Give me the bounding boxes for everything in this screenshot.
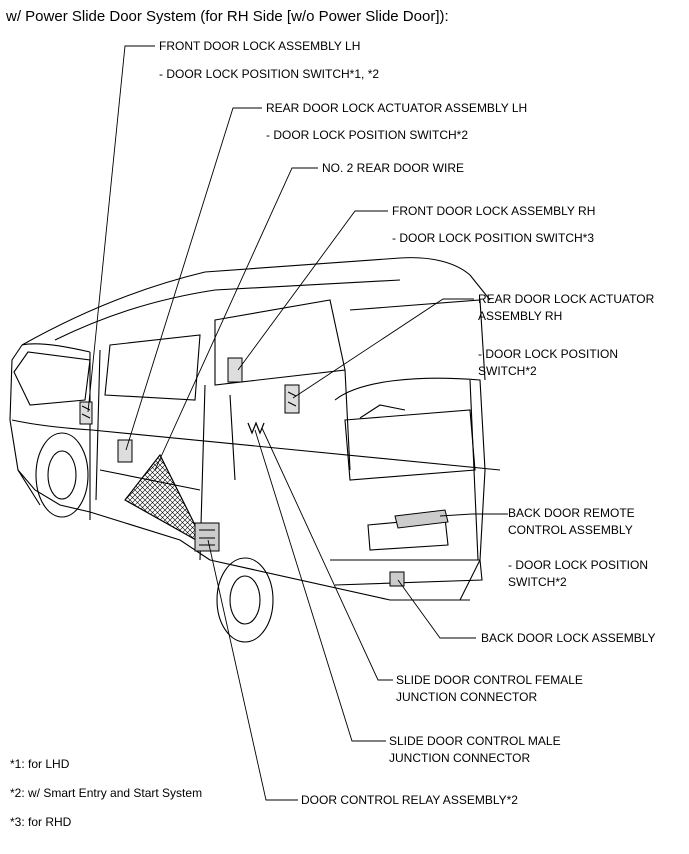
footnote-1: *1: for LHD bbox=[10, 757, 70, 771]
front-rh-lock-part bbox=[227, 357, 243, 383]
label-back-door-remote-line2: CONTROL ASSEMBLY bbox=[508, 523, 633, 537]
relay-part bbox=[194, 522, 220, 552]
label-rear-door-actuator-rh-line2: ASSEMBLY RH bbox=[478, 309, 563, 323]
back-lock-part bbox=[389, 571, 405, 587]
label-rear-door-wire: NO. 2 REAR DOOR WIRE bbox=[322, 161, 465, 175]
van-outline bbox=[9, 257, 501, 643]
back-remote-part bbox=[394, 509, 449, 529]
label-front-door-lock-rh-switch: - DOOR LOCK POSITION SWITCH*3 bbox=[392, 231, 595, 245]
label-female-connector-line1: SLIDE DOOR CONTROL FEMALE bbox=[396, 673, 583, 687]
label-back-door-remote-switch-line2: SWITCH*2 bbox=[508, 575, 567, 589]
rear-door-wire-part bbox=[124, 453, 207, 547]
footnote-3: *3: for RHD bbox=[10, 815, 72, 829]
footnote-2: *2: w/ Smart Entry and Start System bbox=[10, 786, 203, 800]
label-rear-door-actuator-rh-switch-line2: SWITCH*2 bbox=[478, 364, 537, 378]
label-door-control-relay: DOOR CONTROL RELAY ASSEMBLY*2 bbox=[301, 793, 518, 807]
label-back-door-remote-line1: BACK DOOR REMOTE bbox=[508, 506, 635, 520]
label-female-connector-line2: JUNCTION CONNECTOR bbox=[396, 690, 538, 704]
label-rear-door-actuator-rh-switch-line1: - DOOR LOCK POSITION bbox=[478, 347, 619, 361]
rear-rh-actuator-part bbox=[284, 384, 300, 414]
junction-connectors-part bbox=[247, 421, 265, 435]
label-back-door-lock: BACK DOOR LOCK ASSEMBLY bbox=[481, 631, 656, 645]
label-front-door-lock-rh: FRONT DOOR LOCK ASSEMBLY RH bbox=[392, 204, 596, 218]
page-title: w/ Power Slide Door System (for RH Side … bbox=[6, 8, 449, 25]
leader-lines bbox=[87, 45, 508, 801]
label-rear-door-actuator-lh-switch: - DOOR LOCK POSITION SWITCH*2 bbox=[266, 128, 469, 142]
label-back-door-remote-switch-line1: - DOOR LOCK POSITION bbox=[508, 558, 649, 572]
rear-lh-actuator-part bbox=[117, 439, 133, 463]
label-front-door-lock-lh: FRONT DOOR LOCK ASSEMBLY LH bbox=[159, 39, 361, 53]
front-lh-lock-part bbox=[79, 401, 93, 425]
label-front-door-lock-lh-switch: - DOOR LOCK POSITION SWITCH*1, *2 bbox=[159, 67, 380, 81]
label-rear-door-actuator-lh: REAR DOOR LOCK ACTUATOR ASSEMBLY LH bbox=[266, 101, 528, 115]
label-male-connector-line1: SLIDE DOOR CONTROL MALE bbox=[389, 734, 561, 748]
label-rear-door-actuator-rh-line1: REAR DOOR LOCK ACTUATOR bbox=[478, 292, 655, 306]
label-male-connector-line2: JUNCTION CONNECTOR bbox=[389, 751, 531, 765]
